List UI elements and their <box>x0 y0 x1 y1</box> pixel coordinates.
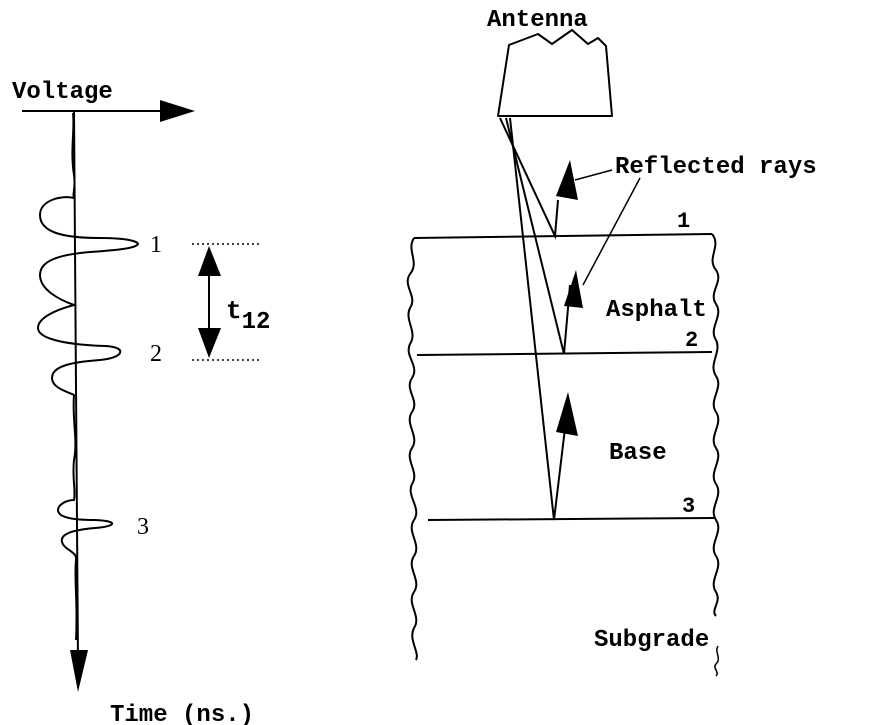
layer-label-subgrade: Subgrade <box>594 627 709 654</box>
interface-line-1 <box>413 233 713 239</box>
interval-arrow-top <box>198 246 221 276</box>
antenna-body <box>497 29 613 117</box>
interval-label: t12 <box>226 296 270 336</box>
interface-label-2: 2 <box>685 328 698 353</box>
waveform-panel: Voltage Time (ns.) 1 2 3 t12 <box>12 79 270 725</box>
peak-label-1: 1 <box>150 232 162 258</box>
voltage-axis-arrowhead <box>160 100 195 122</box>
interface-line-3 <box>427 517 715 521</box>
reflected-ray-arrowhead-2 <box>564 270 583 308</box>
interface-label-1: 1 <box>677 209 690 234</box>
profile-panel: Antenna Reflected rays 1 2 3 Asphalt Bas… <box>406 7 817 677</box>
interface-label-3: 3 <box>682 494 695 519</box>
peak-label-3: 3 <box>137 514 149 540</box>
reflected-ray-arrowhead-1 <box>556 160 578 200</box>
peak-label-2: 2 <box>150 341 162 367</box>
reflected-ray-arrowhead-3 <box>556 392 578 436</box>
waveform-trace <box>37 112 139 641</box>
right-wavy-boundary <box>711 233 720 617</box>
interval-arrow-bottom <box>198 328 221 358</box>
layer-label-asphalt: Asphalt <box>606 297 707 324</box>
time-axis <box>73 110 79 663</box>
interval-label-base: t <box>226 296 242 326</box>
antenna-label: Antenna <box>487 7 588 34</box>
rays-label-leader-1 <box>574 169 613 181</box>
interval-label-subscript: 12 <box>242 309 271 336</box>
ray-path-interface-3 <box>509 117 567 521</box>
time-axis-label: Time (ns.) <box>110 702 254 725</box>
interface-line-2 <box>416 351 713 356</box>
rays-label-leader-2 <box>582 177 641 286</box>
left-wavy-boundary <box>406 237 418 661</box>
rays-label: Reflected rays <box>615 154 817 181</box>
layer-label-base: Base <box>609 440 667 467</box>
time-axis-arrowhead <box>70 650 88 692</box>
ray-path-interface-1 <box>499 117 559 240</box>
subgrade-squiggle <box>714 645 720 677</box>
voltage-axis-label: Voltage <box>12 79 113 106</box>
